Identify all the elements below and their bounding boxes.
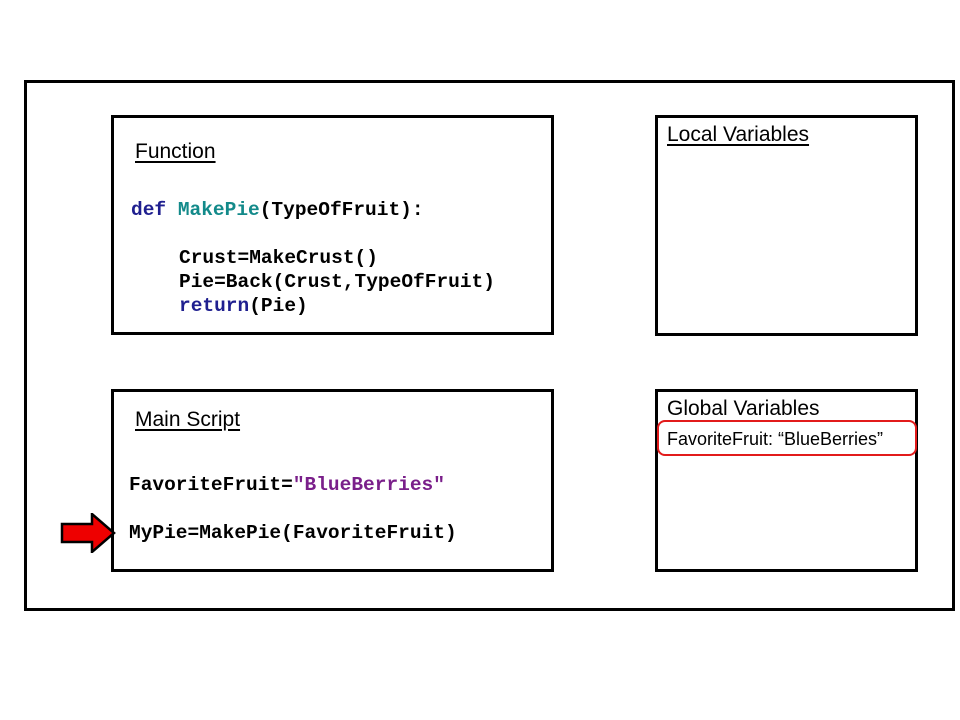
function-panel: Function def MakePie(TypeOfFruit): Crust…	[111, 115, 554, 335]
function-params: (TypeOfFruit):	[259, 199, 424, 221]
diagram-frame	[24, 80, 955, 611]
crust-line: Crust=MakeCrust()	[179, 247, 378, 269]
local-variables-panel: Local Variables	[655, 115, 918, 336]
def-keyword: def	[131, 199, 167, 221]
function-name: MakePie	[177, 199, 260, 221]
favorite-fruit-line: FavoriteFruit="BlueBerries"	[129, 473, 445, 497]
main-script-title: Main Script	[135, 408, 241, 431]
local-variables-title: Local Variables	[667, 123, 810, 146]
return-value: (Pie)	[249, 295, 308, 317]
right-arrow-icon	[60, 513, 116, 553]
function-title: Function	[135, 140, 216, 163]
mypie-line: MyPie=MakePie(FavoriteFruit)	[129, 522, 457, 544]
favorite-fruit-string: "BlueBerries"	[292, 474, 445, 496]
global-variables-panel: Global Variables FavoriteFruit: “BlueBer…	[655, 389, 918, 572]
global-variable-highlight	[657, 420, 917, 456]
main-script-panel: Main Script FavoriteFruit="BlueBerries" …	[111, 389, 554, 572]
favorite-fruit-assign: FavoriteFruit=	[129, 474, 293, 496]
def-line: def MakePie(TypeOfFruit):	[131, 198, 424, 222]
global-variable-entry: FavoriteFruit: “BlueBerries”	[667, 429, 884, 449]
return-line: return(Pie)	[179, 294, 308, 318]
pie-line: Pie=Back(Crust,TypeOfFruit)	[179, 271, 495, 293]
return-keyword: return	[179, 295, 250, 317]
global-variables-title: Global Variables	[667, 397, 820, 420]
